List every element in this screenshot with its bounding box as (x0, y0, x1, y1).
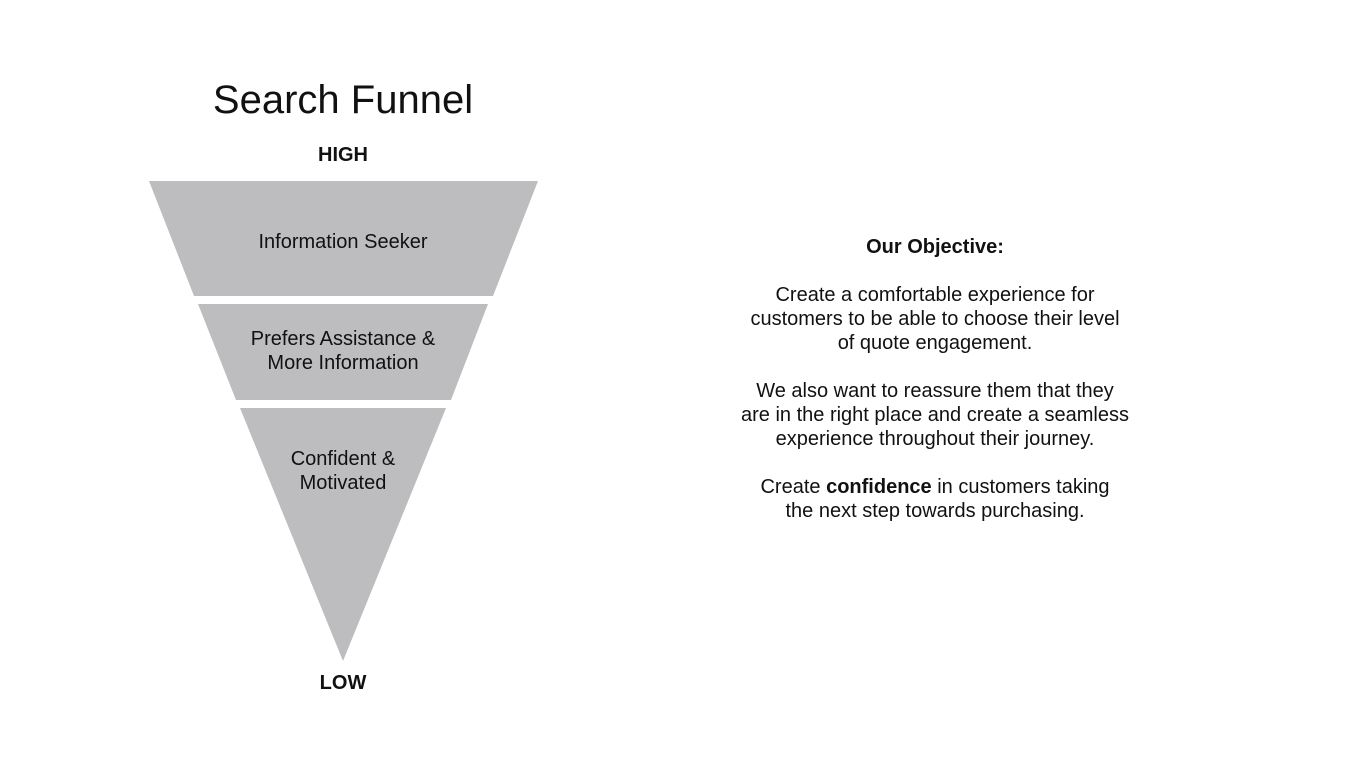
funnel-top-label: HIGH (318, 144, 368, 166)
funnel-segment-label-1: Information Seeker (258, 231, 428, 253)
funnel-segment-label-2: Prefers Assistance & More Information (250, 328, 436, 374)
objective-heading: Our Objective: (866, 236, 1004, 258)
objective-paragraph-3-end: in customers taking the next step toward… (785, 476, 1110, 522)
objective-paragraph-3-start: Create (760, 476, 827, 498)
objective-paragraph-2: We also want to reassure them that they … (741, 380, 1129, 450)
objective-paragraph-3: Create confidence in customers taking th… (700, 475, 1170, 523)
objective-emphasis-confidence: confidence (826, 476, 932, 498)
funnel-bottom-label: LOW (319, 672, 367, 694)
funnel-segment-prefers-assistance (198, 304, 488, 400)
funnel-segment-confident-motivated (240, 408, 446, 661)
funnel-segment-label-3: Confident & Motivated (290, 448, 396, 494)
funnel-segment-information-seeker (149, 181, 538, 296)
objective-paragraph-1: Create a comfortable experience for cust… (750, 284, 1120, 354)
objective-panel: Our Objective: Create a comfortable expe… (700, 235, 1170, 547)
page-title: Search Funnel (212, 78, 474, 122)
